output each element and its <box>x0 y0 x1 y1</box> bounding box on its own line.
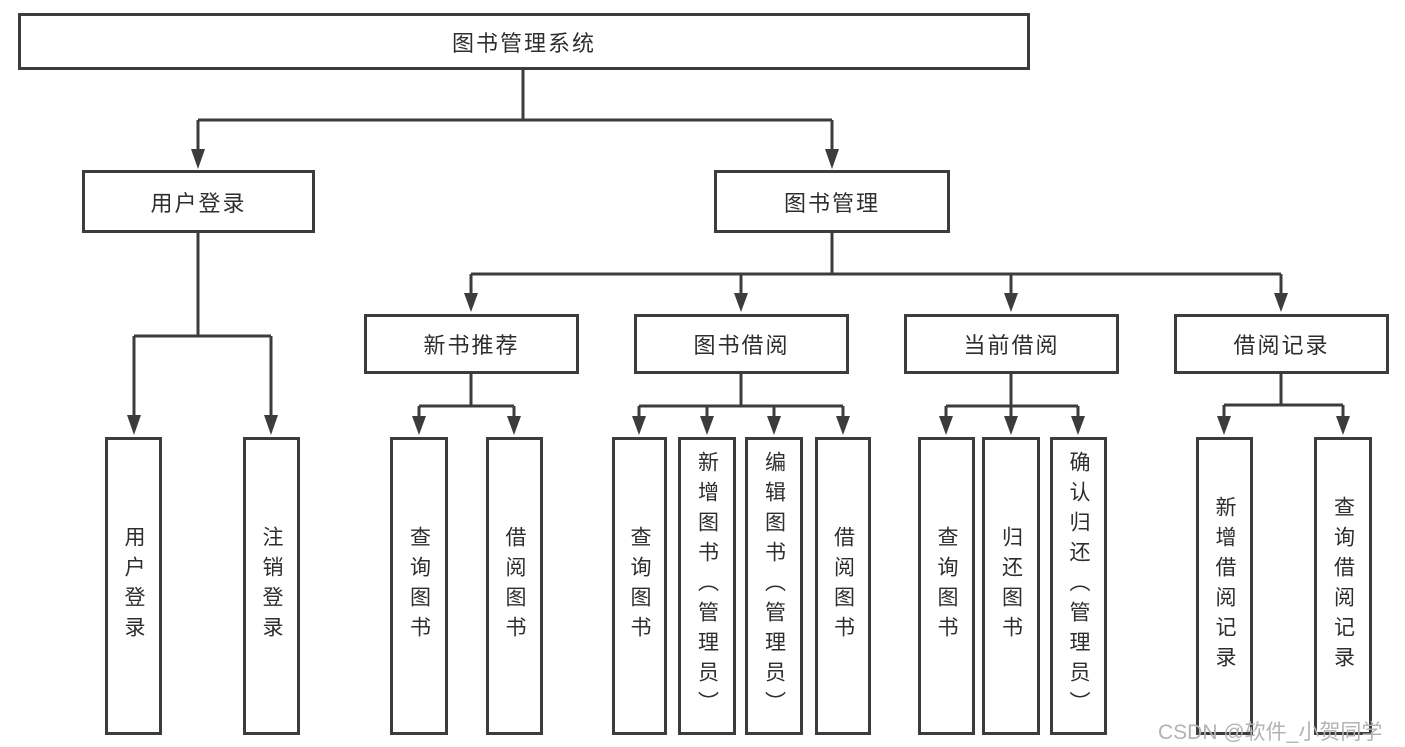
arrowheads <box>127 149 1350 435</box>
node-new-book-recommendation: 新书推荐 <box>364 314 579 374</box>
node-book-management: 图书管理 <box>714 170 950 233</box>
leaf-query-books-recommend: 查询图书 <box>390 437 448 735</box>
leaf-add-borrow-record: 新增借阅记录 <box>1196 437 1253 735</box>
node-library-management-system: 图书管理系统 <box>18 13 1030 70</box>
leaf-add-books-admin: 新增图书（管理员） <box>678 437 736 735</box>
node-user-login: 用户登录 <box>82 170 315 233</box>
leaf-borrow-books-borrow: 借阅图书 <box>815 437 871 735</box>
leaf-edit-books-admin: 编辑图书（管理员） <box>745 437 803 735</box>
node-borrowing-records: 借阅记录 <box>1174 314 1389 374</box>
leaf-return-books: 归还图书 <box>982 437 1040 735</box>
leaf-query-books-borrow: 查询图书 <box>612 437 667 735</box>
leaf-query-borrow-record: 查询借阅记录 <box>1314 437 1372 735</box>
leaf-borrow-books-recommend: 借阅图书 <box>486 437 543 735</box>
leaf-logout: 注销登录 <box>243 437 300 735</box>
csdn-watermark: CSDN @软件_小贺同学 <box>1158 721 1383 744</box>
leaf-user-login: 用户登录 <box>105 437 162 735</box>
node-current-borrowing: 当前借阅 <box>904 314 1119 374</box>
node-book-borrowing: 图书借阅 <box>634 314 849 374</box>
leaf-confirm-return-admin: 确认归还（管理员） <box>1050 437 1107 735</box>
leaf-query-books-current: 查询图书 <box>918 437 975 735</box>
